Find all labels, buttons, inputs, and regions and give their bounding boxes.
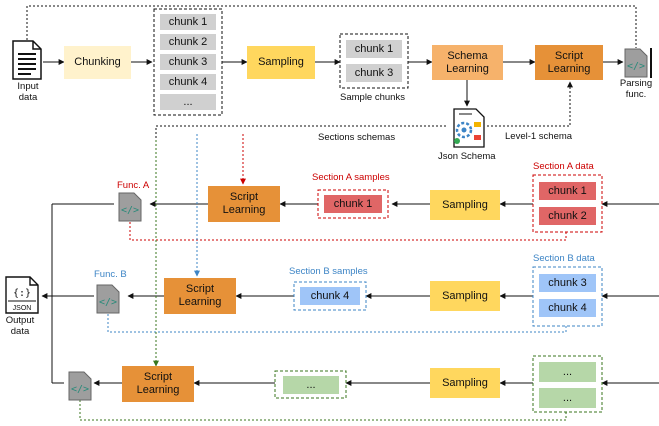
section-a-samples-label: Section A samples — [312, 172, 390, 183]
section-a-sampling-box: Sampling — [430, 190, 500, 220]
svg-text:</>: </> — [627, 61, 645, 72]
svg-text:</>: </> — [99, 297, 117, 308]
level1-schema-label: Level-1 schema — [505, 131, 573, 142]
section-c-sampling-box: Sampling — [430, 368, 500, 398]
json-schema-label: Json Schema — [438, 151, 496, 162]
section-a-script-learning-box: Script Learning — [208, 186, 280, 222]
sample-chunk: chunk 3 — [346, 64, 402, 82]
sample-chunks-label: Sample chunks — [340, 92, 405, 103]
output-json-text: JSON — [13, 305, 32, 312]
chunking-box: Chunking — [64, 46, 131, 79]
section-a-data-chunk: chunk 1 — [539, 182, 596, 200]
chunk-item: chunk 4 — [160, 74, 216, 90]
json-schema-icon — [453, 108, 485, 148]
input-data-label: Input data — [17, 81, 39, 103]
section-a-sample-chunk: chunk 1 — [324, 195, 382, 213]
section-b-data-chunk: chunk 3 — [539, 274, 596, 292]
chunk-item: ... — [160, 94, 216, 110]
section-b-sample-chunk: chunk 4 — [300, 287, 360, 305]
section-b-samples-label: Section B samples — [289, 266, 368, 277]
section-c-sample-chunk: ... — [283, 376, 339, 394]
function-a-icon: </> — [118, 192, 142, 222]
sample-chunk: chunk 1 — [346, 40, 402, 58]
svg-text:{:}: {:} — [13, 288, 31, 299]
parsing-function-icon: </> — [624, 48, 648, 78]
output-json-icon: {:} JSON — [5, 276, 39, 314]
svg-text:</>: </> — [71, 384, 89, 395]
sections-schemas-label: Sections schemas — [318, 132, 396, 143]
section-a-data-chunk: chunk 2 — [539, 207, 596, 225]
section-b-sampling-box: Sampling — [430, 281, 500, 311]
section-b-data-label: Section B data — [533, 253, 595, 264]
function-b-icon: </> — [96, 284, 120, 314]
chunk-item: chunk 1 — [160, 14, 216, 30]
func-a-label: Func. A — [117, 180, 150, 191]
top-feedback-line — [26, 5, 637, 48]
sampling-box: Sampling — [247, 46, 315, 79]
section-c-data-chunk: ... — [539, 362, 596, 382]
input-document-icon — [12, 40, 42, 80]
schema-learning-box: Schema Learning — [432, 45, 503, 80]
section-b-script-learning-box: Script Learning — [164, 278, 236, 314]
chunk-item: chunk 2 — [160, 34, 216, 50]
script-learning-box: Script Learning — [535, 45, 603, 80]
section-c-script-learning-box: Script Learning — [122, 366, 194, 402]
function-c-icon: </> — [68, 371, 92, 401]
section-b-data-chunk: chunk 4 — [539, 299, 596, 317]
svg-text:</>: </> — [121, 205, 139, 216]
func-b-label: Func. B — [94, 269, 127, 280]
output-data-label: Output data — [5, 315, 35, 337]
chunk-item: chunk 3 — [160, 54, 216, 70]
section-c-data-chunk: ... — [539, 388, 596, 408]
parsing-func-label: Parsing func. — [619, 78, 653, 100]
section-a-data-label: Section A data — [533, 161, 594, 172]
